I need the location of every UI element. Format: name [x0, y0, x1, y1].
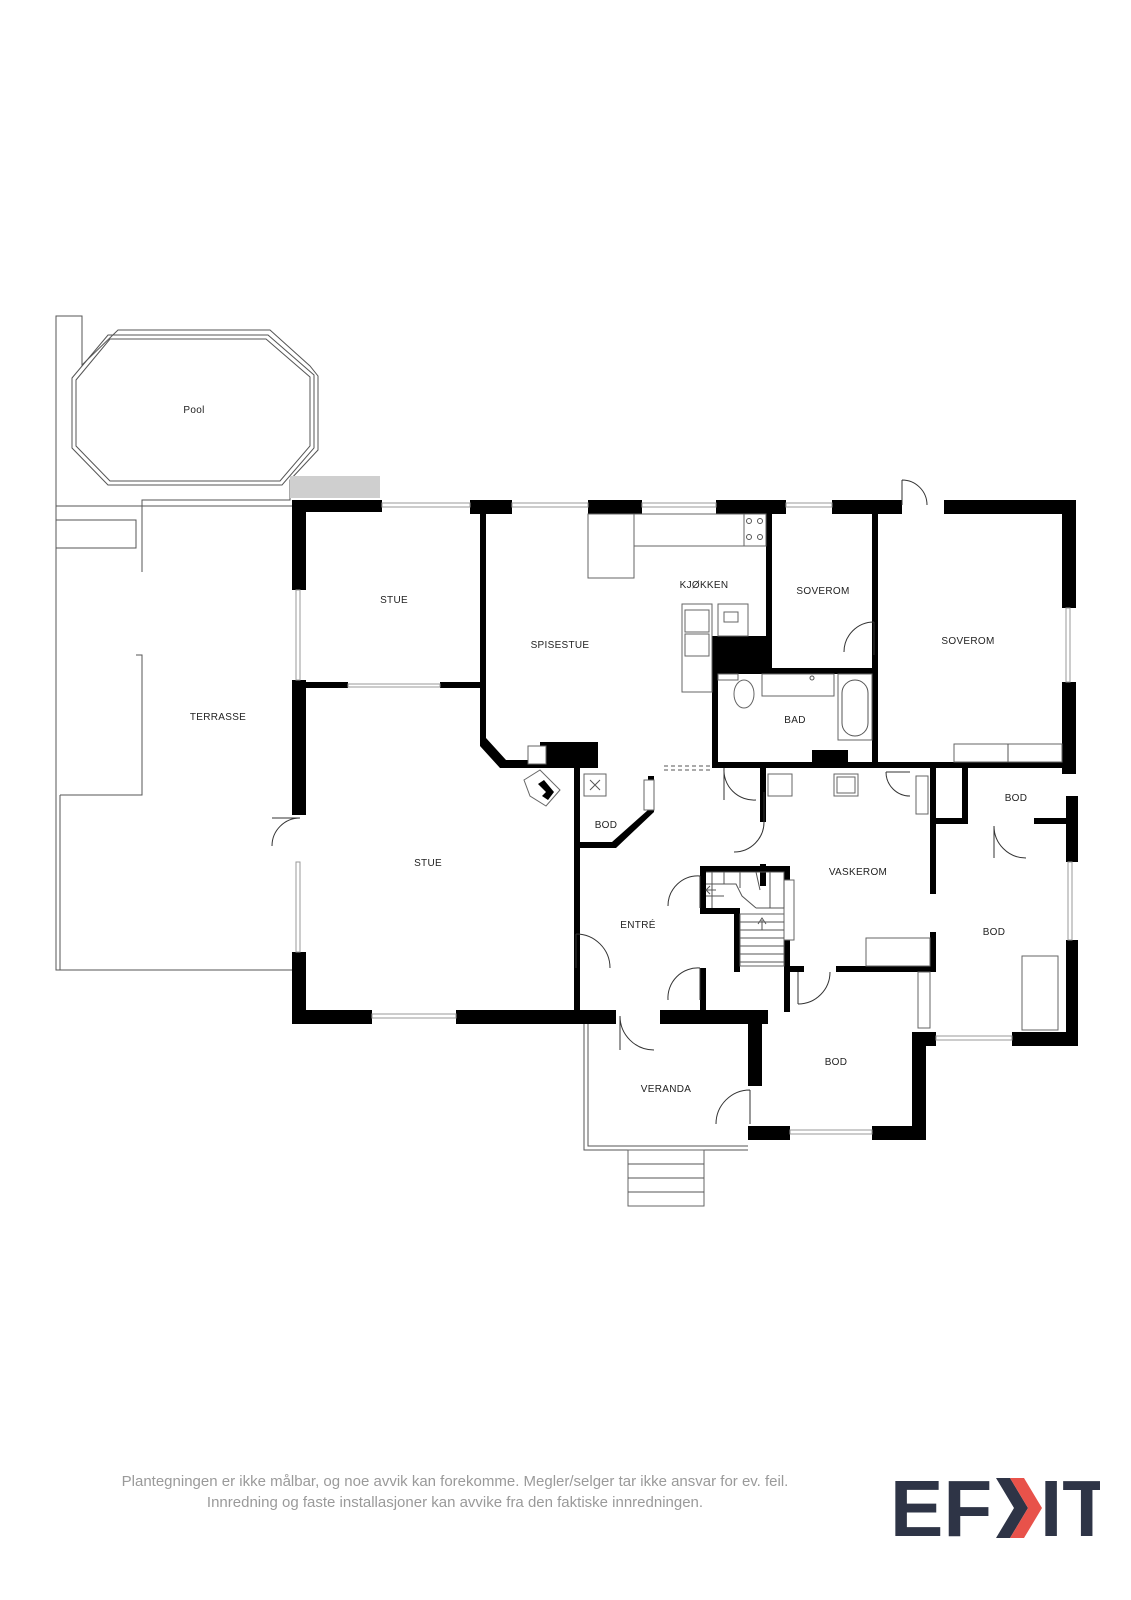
disclaimer-line-2: Innredning og faste installasjoner kan a… [206, 1494, 704, 1511]
room-label-spisestue: SPISESTUE [531, 640, 590, 651]
room-label-veranda: VERANDA [641, 1084, 691, 1095]
logo-text-left: EF [890, 1472, 992, 1544]
fixtures [523, 513, 1063, 1207]
room-label-stue-top: STUE [380, 595, 408, 606]
logo-chevron-accent-icon [1010, 1478, 1042, 1538]
room-label-bod-right: BOD [983, 927, 1006, 938]
room-labels: Pool TERRASSE STUE STUE SPISESTUE KJØKKE… [183, 405, 1027, 1095]
room-label-bod-bottom: BOD [825, 1057, 848, 1068]
pool-area [55, 315, 380, 507]
room-label-soverom-large: SOVEROM [941, 636, 994, 647]
logo-chevron-dark-icon [996, 1478, 1028, 1538]
windows [295, 502, 1073, 1135]
logo-text-right: IT [1040, 1472, 1100, 1544]
doors [271, 479, 1027, 1125]
walls [292, 500, 1078, 1140]
room-label-kjokken: KJØKKEN [680, 580, 729, 591]
room-label-stue-main: STUE [414, 858, 442, 869]
room-label-soverom-small: SOVEROM [796, 586, 849, 597]
room-label-terrasse: TERRASSE [190, 712, 246, 723]
efxit-logo: EF IT [890, 1472, 1100, 1544]
disclaimer-line-1: Plantegningen er ikke målbar, og noe avv… [121, 1473, 789, 1490]
room-label-pool: Pool [183, 405, 204, 416]
room-label-bod-right-top: BOD [1005, 793, 1028, 804]
room-label-bod-small: BOD [595, 820, 618, 831]
room-label-entre: ENTRÉ [620, 918, 655, 931]
room-label-vaskerom: VASKEROM [829, 867, 887, 878]
pool-edge-step [290, 476, 380, 498]
room-label-bad: BAD [784, 715, 805, 726]
terrace-area [55, 505, 292, 971]
